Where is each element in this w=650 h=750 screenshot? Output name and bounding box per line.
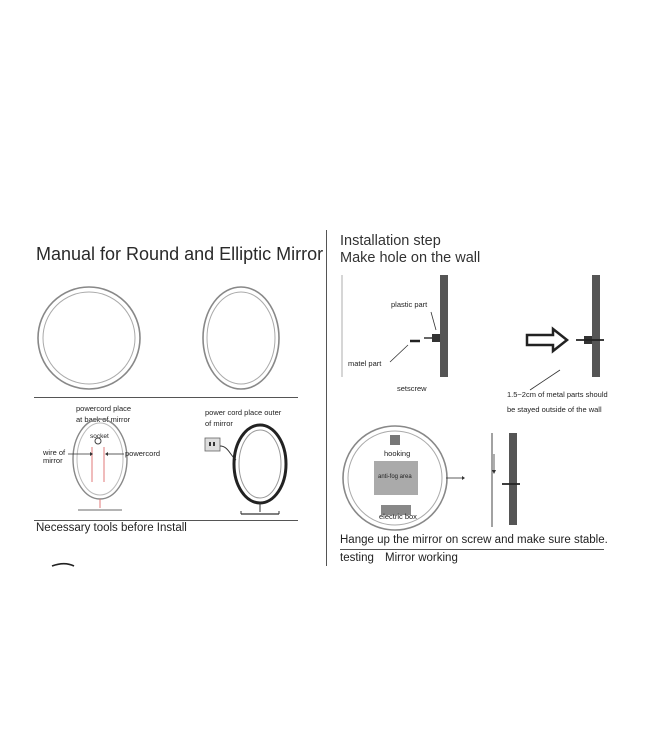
matel-part-label: matel part [348, 359, 382, 368]
powercord-place-label: powercord place [76, 404, 132, 413]
manual-title: Manual for Round and Elliptic Mirror [36, 244, 324, 264]
installation-step-title: Installation step [340, 233, 441, 249]
metal-note-2: be stayed outside of the wall [507, 405, 602, 414]
power-cord-outer-label: power cord place outer [205, 408, 282, 417]
powercord-label: powercord [125, 449, 161, 458]
socket-label: socket [90, 433, 109, 440]
anti-fog-label: anti-fog area [378, 474, 412, 480]
column-divider [326, 230, 327, 566]
mirror-working-label: Mirror working [385, 552, 458, 564]
wire-of-label: wire of [43, 448, 66, 457]
setscrew-label: setscrew [397, 384, 427, 393]
electric-box-label: electric box [379, 512, 417, 521]
make-hole-subtitle: Make hole on the wall [340, 250, 481, 266]
left-divider-top [34, 397, 298, 398]
mirror-label: mirror [43, 456, 63, 465]
right-divider [340, 549, 604, 550]
tools-heading: Necessary tools before Install [36, 522, 187, 534]
testing-label: testing [340, 552, 374, 564]
metal-note-1: 1.5~2cm of metal parts should [507, 390, 608, 399]
plastic-part-label: plastic part [391, 300, 428, 309]
hang-up-instruction: Hange up the mirror on screw and make su… [340, 534, 608, 546]
of-mirror-label: of mirror [205, 419, 233, 428]
hooking-label: hooking [384, 449, 411, 458]
left-divider-bottom [34, 520, 298, 521]
